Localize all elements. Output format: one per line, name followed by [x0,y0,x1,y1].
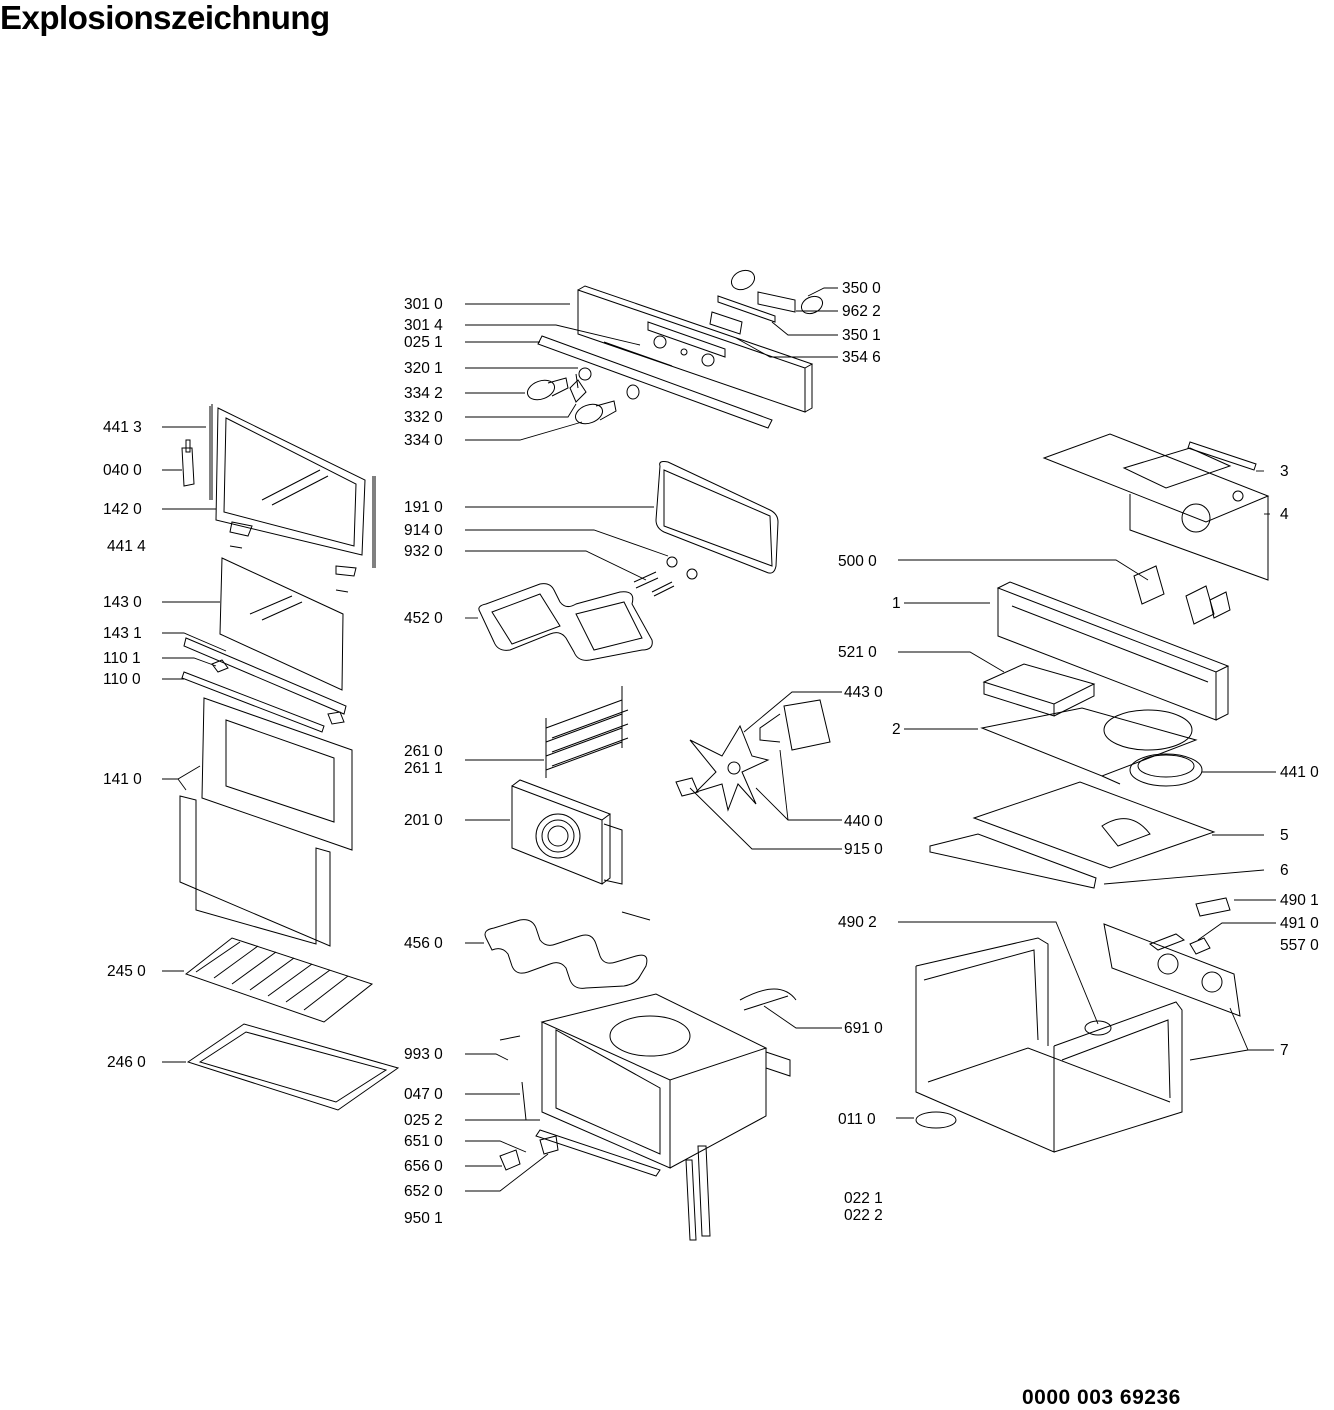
label-n1: 1 [892,595,901,612]
leader-lines [162,287,1276,1192]
label-1420: 142 0 [103,501,142,518]
label-2460: 246 0 [107,1054,146,1071]
label-3342: 334 2 [404,385,443,402]
baking-tray-part [186,1023,400,1111]
label-3201: 320 1 [404,360,443,377]
wire-rack-part [184,937,374,1023]
label-0221: 022 1 [844,1190,883,1207]
label-4910: 491 0 [1280,915,1319,932]
label-6520: 652 0 [404,1183,443,1200]
label-4400: 440 0 [844,813,883,830]
label-4902: 490 2 [838,914,877,931]
part-number-labels: 301 0 301 4 025 1 320 1 334 2 332 0 334 … [103,280,1319,1227]
knobs-part [526,367,640,425]
grill-element-part [478,583,653,661]
label-9930: 993 0 [404,1046,443,1063]
label-9622: 962 2 [842,303,881,320]
label-1430: 143 0 [103,594,142,611]
label-5570: 557 0 [1280,937,1319,954]
fan-cover-part [511,779,623,885]
control-board-part [982,663,1096,717]
label-4560: 456 0 [404,935,443,952]
relay-module-part [1133,565,1231,625]
label-4414: 441 4 [107,538,146,555]
label-0251: 025 1 [404,334,443,351]
label-3500: 350 0 [842,280,881,297]
label-3501: 350 1 [842,327,881,344]
bottom-element-part [484,911,651,989]
door-bar-part [181,637,347,733]
label-6560: 656 0 [404,1158,443,1175]
lower-trim-part [535,1129,711,1241]
door-seal-part [655,461,779,574]
front-frame-part [996,581,1230,721]
document-number: 0000 003 69236 [1022,1386,1181,1409]
oven-housing-part [915,937,1183,1153]
label-1100: 110 0 [103,671,141,688]
top-housing-part [1042,433,1270,581]
label-3340: 334 0 [404,432,443,449]
display-module-part [709,269,824,335]
label-9150: 915 0 [844,841,883,858]
outer-door-frame-part [181,404,376,593]
label-4410: 441 0 [1280,764,1319,781]
label-n2: 2 [892,721,901,738]
label-0252: 025 2 [404,1112,443,1129]
label-9140: 914 0 [404,522,443,539]
label-0110: 011 0 [838,1111,876,1128]
label-0400: 040 0 [103,462,142,479]
label-2450: 245 0 [107,963,146,980]
label-2010: 201 0 [404,812,443,829]
label-n7: 7 [1280,1042,1289,1059]
label-0470: 047 0 [404,1086,443,1103]
label-3010: 301 0 [404,296,443,313]
label-6910: 691 0 [844,1020,883,1037]
fan-motor-part [675,699,831,812]
label-n3: 3 [1280,463,1289,480]
label-1101: 110 1 [103,650,141,667]
oven-cavity-part [540,993,791,1169]
label-6510: 651 0 [404,1133,443,1150]
label-5000: 500 0 [838,553,877,570]
label-1410: 141 0 [103,771,142,788]
label-n4: 4 [1280,506,1289,523]
label-3014: 301 4 [404,317,443,334]
label-n5: 5 [1280,827,1289,844]
label-0222: 022 2 [844,1207,883,1224]
label-3546: 354 6 [842,349,881,366]
shelf-rails-part [545,686,629,778]
label-2611: 261 1 [404,760,443,777]
trim-strip-part [537,335,773,429]
base-plate-part [929,781,1216,889]
label-9501: 950 1 [404,1210,443,1227]
label-5210: 521 0 [838,644,877,661]
label-3320: 332 0 [404,409,443,426]
spring-parts [633,556,698,597]
label-2610: 261 0 [404,743,443,760]
top-plate-part [980,707,1198,785]
door-panel-part [179,697,353,947]
label-9320: 932 0 [404,543,443,560]
label-n6: 6 [1280,862,1289,879]
cooling-fan-part [1129,753,1203,787]
page-title: Explosionszeichnung [0,0,330,36]
label-1431: 143 1 [103,625,142,642]
control-panel-part [577,285,814,413]
label-4430: 443 0 [844,684,883,701]
rear-panel-part [1103,897,1241,1017]
inner-glass-part [219,557,344,691]
label-4901: 490 1 [1280,892,1319,909]
label-1910: 191 0 [404,499,443,516]
small-fasteners-part [499,988,797,1171]
label-4520: 452 0 [404,610,443,627]
label-4413: 441 3 [103,419,142,436]
